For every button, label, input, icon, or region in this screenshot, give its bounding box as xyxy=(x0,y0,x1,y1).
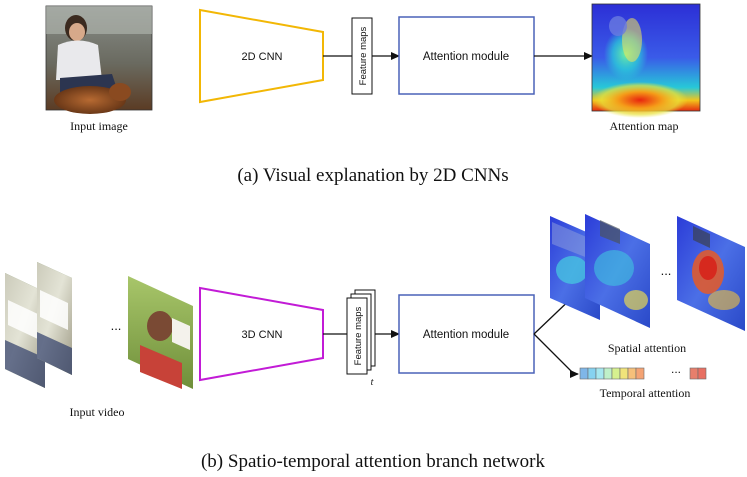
temporal-cell xyxy=(697,367,707,380)
temporal-attention-label: Temporal attention xyxy=(600,386,691,400)
feature-maps-label-a: Feature maps xyxy=(358,26,369,85)
attention-module-b xyxy=(398,294,535,374)
temporal-cell xyxy=(619,367,629,380)
input-image xyxy=(45,5,153,114)
temporal-cell xyxy=(689,367,699,380)
spatial-attention-maps: ... xyxy=(550,214,745,331)
temporal-cell xyxy=(587,367,597,380)
attention-module-label-b: Attention module xyxy=(423,329,509,341)
caption-b: (b) Spatio-temporal attention branch net… xyxy=(201,451,546,472)
attention-module-a xyxy=(398,16,535,95)
cnn-3d-block xyxy=(199,286,324,382)
cnn-3d-label: 3D CNN xyxy=(242,329,283,341)
attention-map-image xyxy=(591,3,701,118)
spatial-attention-label: Spatial attention xyxy=(608,341,686,355)
spatial-ellipsis: ... xyxy=(661,263,672,278)
temporal-cell xyxy=(627,367,637,380)
input-image-label: Input image xyxy=(70,119,128,133)
temporal-attention-bar xyxy=(579,367,707,380)
feature-maps-box-a xyxy=(351,17,373,95)
temporal-cell xyxy=(603,367,613,380)
attention-module-label-a: Attention module xyxy=(423,51,509,63)
temporal-cell xyxy=(579,367,589,380)
spatial-map-3 xyxy=(677,216,745,331)
attention-map-label: Attention map xyxy=(610,119,679,133)
temporal-ellipsis: ... xyxy=(671,362,681,376)
cnn-2d-block xyxy=(199,8,324,104)
time-axis-label: t xyxy=(371,377,374,388)
caption-a: (a) Visual explanation by 2D CNNs xyxy=(237,165,508,186)
video-ellipsis: ... xyxy=(111,318,122,333)
video-frame-1 xyxy=(5,273,45,388)
cnn-2d-label: 2D CNN xyxy=(242,51,283,63)
temporal-cell xyxy=(611,367,621,380)
arrow-to-temporal-attention xyxy=(533,333,579,378)
feature-maps-label-b: Feature maps xyxy=(353,306,364,365)
input-video-label: Input video xyxy=(70,405,125,419)
input-video-frames: ... xyxy=(5,262,193,389)
video-frame-3 xyxy=(128,276,193,389)
feature-maps-stack-b xyxy=(346,289,376,375)
video-frame-2 xyxy=(37,262,72,375)
spatial-map-2 xyxy=(585,214,650,328)
temporal-cell xyxy=(595,367,605,380)
temporal-cell xyxy=(635,367,645,380)
